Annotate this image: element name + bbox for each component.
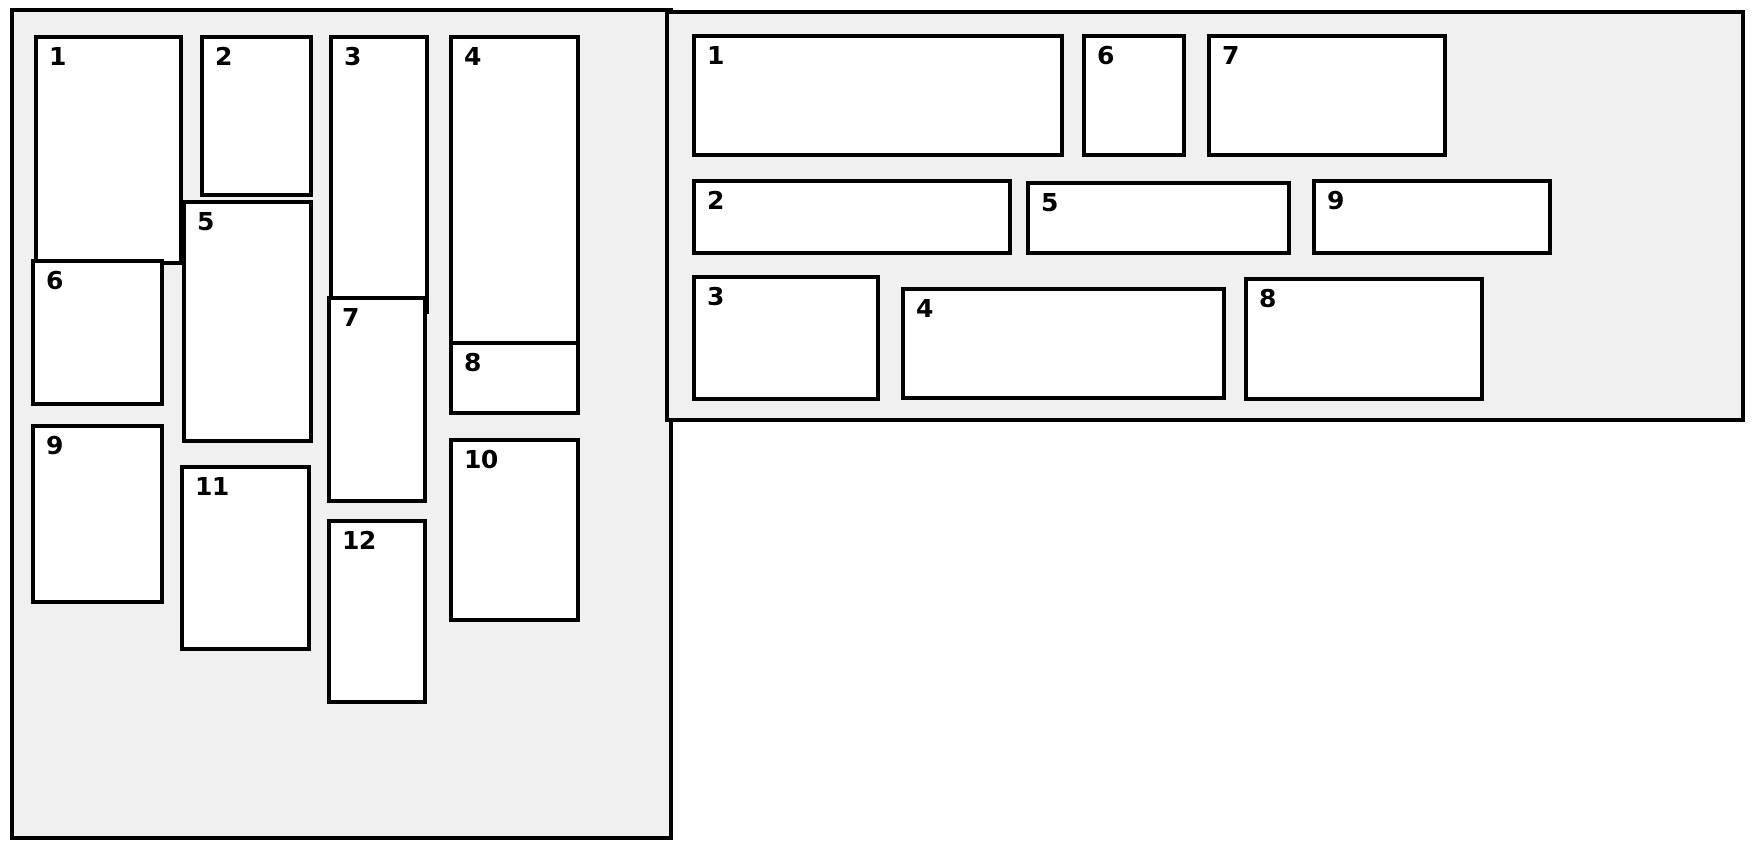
rect-label: 8	[464, 348, 481, 377]
rect-label: 2	[707, 186, 724, 215]
rect-right-panel-5[interactable]: 5	[1026, 181, 1291, 255]
rect-left-panel-11[interactable]: 11	[180, 465, 311, 651]
rect-left-panel-1[interactable]: 1	[34, 35, 183, 265]
rect-label: 5	[197, 207, 214, 236]
rect-left-panel-9[interactable]: 9	[31, 424, 164, 604]
rect-right-panel-6[interactable]: 6	[1082, 34, 1186, 157]
rect-label: 9	[1327, 186, 1344, 215]
rect-right-panel-2[interactable]: 2	[692, 179, 1012, 255]
rect-label: 8	[1259, 284, 1276, 313]
rect-label: 1	[707, 41, 724, 70]
rect-left-panel-5[interactable]: 5	[182, 200, 313, 443]
rect-left-panel-8[interactable]: 8	[449, 341, 580, 415]
rect-label: 3	[344, 42, 361, 71]
rect-left-panel-6[interactable]: 6	[31, 259, 164, 406]
rect-left-panel-10[interactable]: 10	[449, 438, 580, 622]
right-panel: 1 6 7 2 5 9 3 4 8	[665, 10, 1745, 422]
rect-label: 4	[916, 294, 933, 323]
rect-right-panel-8[interactable]: 8	[1244, 277, 1484, 401]
rect-right-panel-4[interactable]: 4	[901, 287, 1226, 400]
rect-label: 1	[49, 42, 66, 71]
rect-right-panel-1[interactable]: 1	[692, 34, 1064, 157]
rect-label: 2	[215, 42, 232, 71]
rect-label: 12	[342, 526, 376, 555]
rect-left-panel-2[interactable]: 2	[200, 35, 313, 197]
rect-label: 7	[342, 303, 359, 332]
rect-right-panel-9[interactable]: 9	[1312, 179, 1552, 255]
rect-label: 11	[195, 472, 229, 501]
rect-left-panel-3[interactable]: 3	[329, 35, 429, 314]
rect-left-panel-4[interactable]: 4	[449, 35, 580, 357]
rect-right-panel-7[interactable]: 7	[1207, 34, 1447, 157]
rect-right-panel-3[interactable]: 3	[692, 275, 880, 401]
rect-label: 6	[46, 266, 63, 295]
rect-label: 10	[464, 445, 498, 474]
rect-left-panel-7[interactable]: 7	[327, 296, 427, 503]
rect-left-panel-12[interactable]: 12	[327, 519, 427, 704]
rect-label: 7	[1222, 41, 1239, 70]
rect-label: 3	[707, 282, 724, 311]
rect-label: 4	[464, 42, 481, 71]
rect-label: 9	[46, 431, 63, 460]
rect-label: 6	[1097, 41, 1114, 70]
rect-label: 5	[1041, 188, 1058, 217]
